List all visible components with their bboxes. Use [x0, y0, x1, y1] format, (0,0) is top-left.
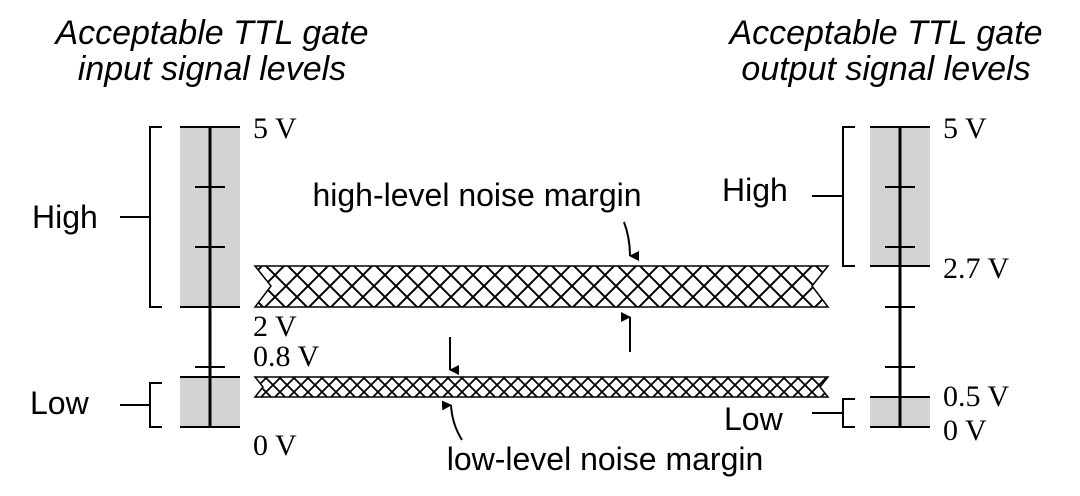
output-0v-label: 0 V: [943, 414, 987, 447]
low-noise-margin-label: low-level noise margin: [447, 441, 764, 477]
input-0v-label: 0 V: [253, 429, 297, 462]
low-noise-margin: low-level noise margin: [253, 337, 830, 477]
high-noise-margin: high-level noise margin: [253, 177, 830, 352]
input-low-label: Low: [30, 385, 90, 421]
input-high-label: High: [32, 199, 98, 235]
input-title-line2: input signal levels: [78, 50, 346, 88]
input-low-bracket: [149, 382, 162, 428]
high-noise-margin-arrow-down: [623, 221, 640, 261]
output-high-label: High: [722, 172, 788, 208]
input-2v-label: 2 V: [253, 310, 297, 343]
output-05v-label: 0.5 V: [943, 380, 1009, 413]
output-high-bracket: [842, 126, 855, 267]
output-title-line2: output signal levels: [741, 50, 1030, 88]
output-5v-label: 5 V: [943, 112, 987, 145]
input-5v-label: 5 V: [253, 112, 297, 145]
low-noise-margin-band: [253, 376, 830, 398]
output-scale: High Low 5 V 2.7 V 0.5 V 0 V: [722, 112, 1009, 447]
input-08v-label: 0.8 V: [253, 340, 319, 373]
high-noise-margin-band: [253, 265, 830, 308]
output-27v-label: 2.7 V: [943, 252, 1009, 285]
input-high-bracket: [149, 126, 162, 308]
output-title: Acceptable TTL gate output signal levels: [727, 14, 1042, 88]
input-scale: High Low 5 V 2 V 0.8 V 0 V: [30, 112, 319, 462]
output-low-bracket: [842, 398, 855, 428]
high-noise-margin-label: high-level noise margin: [312, 177, 641, 213]
low-noise-margin-arrow-up: [441, 400, 463, 441]
output-low-label: Low: [724, 401, 784, 437]
output-title-line1: Acceptable TTL gate: [727, 14, 1042, 52]
input-title-line1: Acceptable TTL gate: [53, 14, 368, 52]
input-title: Acceptable TTL gate input signal levels: [53, 14, 368, 88]
